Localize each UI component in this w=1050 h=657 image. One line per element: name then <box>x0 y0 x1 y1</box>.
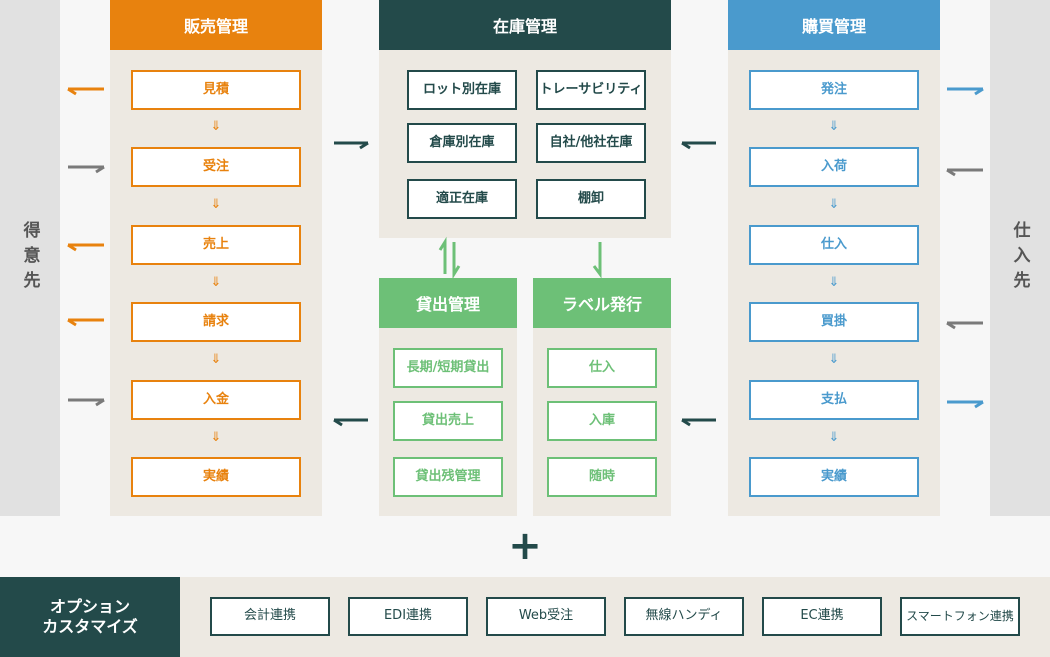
arrow-left-icon <box>681 141 716 150</box>
arrow-right-icon <box>947 87 984 96</box>
down-arrow-icon: ⇓ <box>210 430 222 445</box>
supplier-label: 仕入先 <box>1009 220 1030 296</box>
option-edi: EDI連携 <box>348 597 468 636</box>
purchase-title: 購買管理 <box>728 0 940 50</box>
inventory-item-stocktake: 棚卸 <box>536 179 646 219</box>
purchase-item-purchase: 仕入 <box>749 225 919 265</box>
down-arrow-icon <box>592 242 602 279</box>
down-arrow-icon: ⇓ <box>828 197 840 212</box>
label-issue-panel: ラベル発行 仕入 入庫 随時 <box>533 278 671 516</box>
option-smartphone: スマートフォン連携 <box>900 597 1020 636</box>
sales-item-payment: 入金 <box>131 380 301 420</box>
up-down-arrow-icon <box>438 236 461 280</box>
option-accounting: 会計連携 <box>210 597 330 636</box>
label-item-anytime: 随時 <box>547 457 657 497</box>
arrow-right-icon <box>68 398 105 407</box>
down-arrow-icon: ⇓ <box>828 119 840 134</box>
arrow-left-icon <box>67 243 104 252</box>
arrow-left-icon <box>946 168 983 177</box>
customer-label: 得意先 <box>19 220 40 296</box>
label-issue-title: ラベル発行 <box>533 278 671 328</box>
purchase-item-payable: 買掛 <box>749 302 919 342</box>
arrow-right-icon <box>68 165 105 174</box>
down-arrow-icon: ⇓ <box>828 275 840 290</box>
arrow-left-icon <box>67 318 104 327</box>
sales-item-results: 実績 <box>131 457 301 497</box>
inventory-panel: 在庫管理 ロット別在庫 トレーサビリティ 倉庫別在庫 自社/他社在庫 適正在庫 … <box>379 0 671 238</box>
inventory-item-traceability: トレーサビリティ <box>536 70 646 110</box>
option-web-order: Web受注 <box>486 597 606 636</box>
inventory-item-own-other: 自社/他社在庫 <box>536 123 646 163</box>
options-title-line2: カスタマイズ <box>42 617 138 636</box>
down-arrow-icon: ⇓ <box>828 352 840 367</box>
down-arrow-icon: ⇓ <box>210 119 222 134</box>
purchase-item-arrival: 入荷 <box>749 147 919 187</box>
lending-title: 貸出管理 <box>379 278 517 328</box>
option-ec: EC連携 <box>762 597 882 636</box>
plus-icon: + <box>508 523 542 569</box>
lending-panel: 貸出管理 長期/短期貸出 貸出売上 貸出残管理 <box>379 278 517 516</box>
inventory-item-lot: ロット別在庫 <box>407 70 517 110</box>
arrow-right-icon <box>334 141 369 150</box>
supplier-sidebar: 仕入先 <box>990 0 1050 516</box>
down-arrow-icon: ⇓ <box>828 430 840 445</box>
sales-panel: 販売管理 見積 ⇓ 受注 ⇓ 売上 ⇓ 請求 ⇓ 入金 ⇓ 実績 <box>110 0 322 516</box>
sales-item-estimate: 見積 <box>131 70 301 110</box>
lending-item-sales: 貸出売上 <box>393 401 503 441</box>
lending-item-term: 長期/短期貸出 <box>393 348 503 388</box>
down-arrow-icon: ⇓ <box>210 275 222 290</box>
label-item-receiving: 入庫 <box>547 401 657 441</box>
options-title-line1: オプション <box>49 597 130 616</box>
purchase-panel: 購買管理 発注 ⇓ 入荷 ⇓ 仕入 ⇓ 買掛 ⇓ 支払 ⇓ 実績 <box>728 0 940 516</box>
arrow-left-icon <box>67 87 104 96</box>
inventory-item-optimal: 適正在庫 <box>407 179 517 219</box>
sales-item-sales: 売上 <box>131 225 301 265</box>
down-arrow-icon: ⇓ <box>210 197 222 212</box>
sales-title: 販売管理 <box>110 0 322 50</box>
arrow-left-icon <box>946 321 983 330</box>
purchase-item-order: 発注 <box>749 70 919 110</box>
inventory-title: 在庫管理 <box>379 0 671 50</box>
lending-item-balance: 貸出残管理 <box>393 457 503 497</box>
customer-sidebar: 得意先 <box>0 0 60 516</box>
purchase-item-results: 実績 <box>749 457 919 497</box>
arrow-left-icon <box>333 418 368 427</box>
label-item-purchase: 仕入 <box>547 348 657 388</box>
arrow-right-icon <box>947 400 984 409</box>
options-title: オプション カスタマイズ <box>0 577 180 657</box>
arrow-left-icon <box>681 418 716 427</box>
sales-item-order: 受注 <box>131 147 301 187</box>
sales-item-invoice: 請求 <box>131 302 301 342</box>
down-arrow-icon: ⇓ <box>210 352 222 367</box>
option-wireless-handy: 無線ハンディ <box>624 597 744 636</box>
purchase-item-paid: 支払 <box>749 380 919 420</box>
inventory-item-warehouse: 倉庫別在庫 <box>407 123 517 163</box>
